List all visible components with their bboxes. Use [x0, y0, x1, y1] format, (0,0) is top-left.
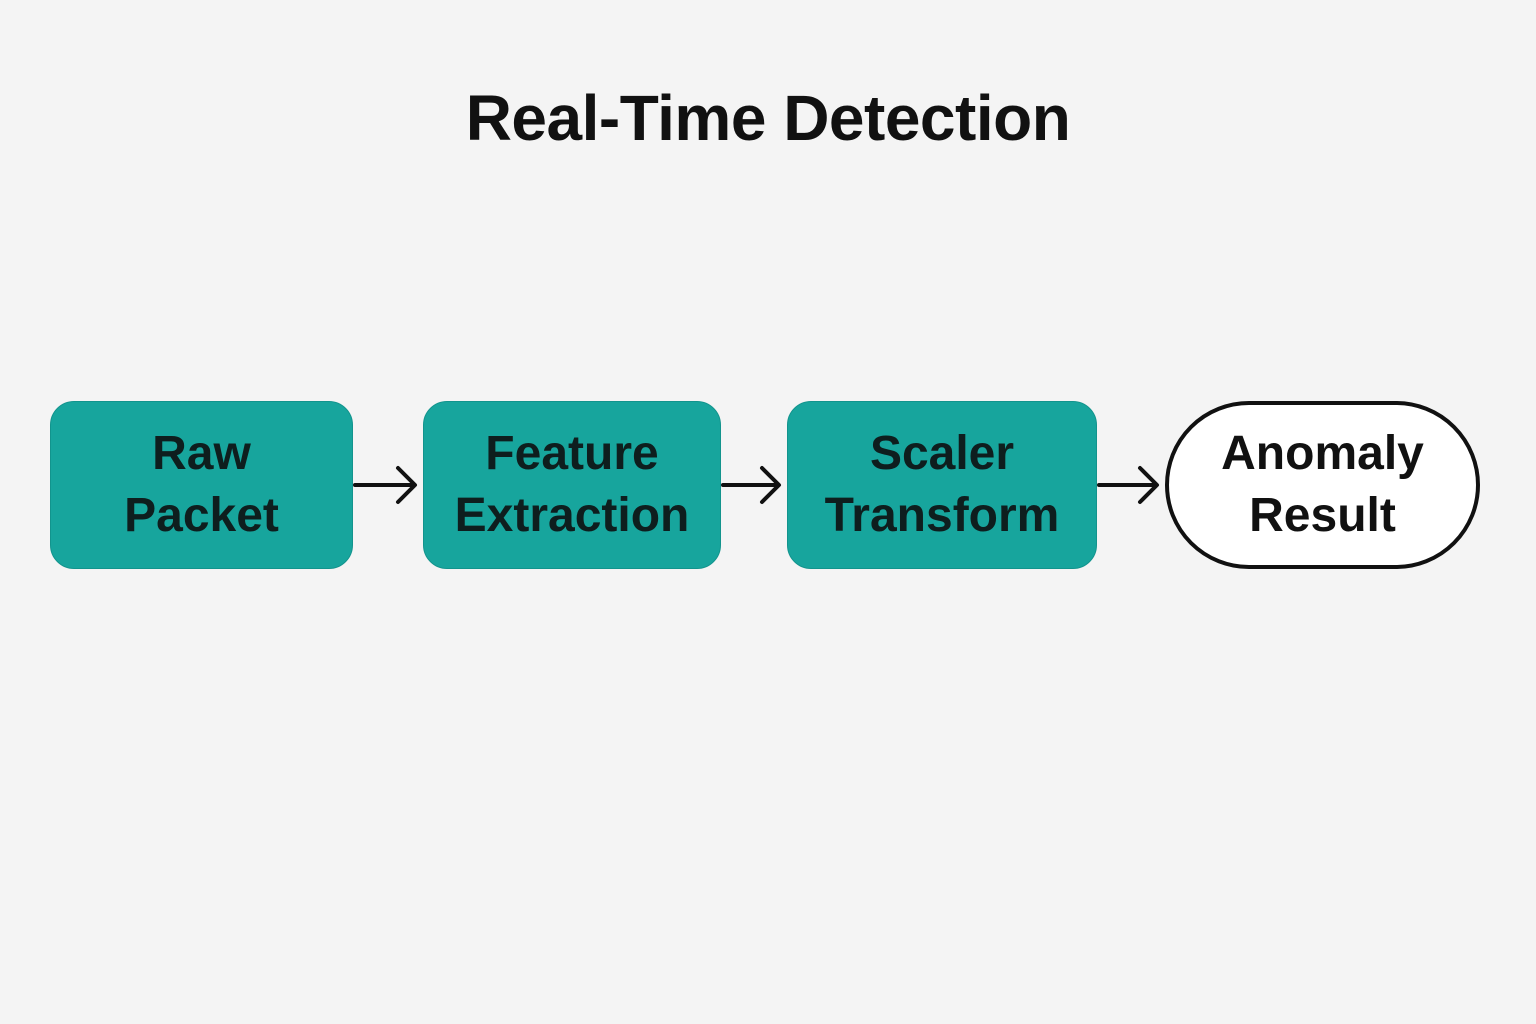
- scaler-transform-label-line-2: Transform: [824, 489, 1060, 542]
- scaler-transform-node: Scaler Transform: [787, 401, 1097, 569]
- anomaly-result-node: Anomaly Result: [1165, 401, 1480, 569]
- feature-extraction-node: Feature Extraction: [423, 401, 721, 569]
- diagram-title: Real-Time Detection: [465, 82, 1071, 154]
- raw-packet-node: Raw Packet: [50, 401, 353, 569]
- arrow-right-icon: [1097, 466, 1159, 504]
- feature-extraction-label-line-2: Extraction: [454, 489, 690, 542]
- scaler-transform-label-line-1: Scaler: [869, 427, 1015, 480]
- anomaly-result-label-line-2: Result: [1249, 489, 1396, 542]
- raw-packet-label-line-2: Packet: [124, 489, 279, 542]
- anomaly-result-label-line-1: Anomaly: [1221, 427, 1424, 480]
- arrow-right-icon: [353, 466, 417, 504]
- feature-extraction-label-line-1: Feature: [485, 427, 659, 480]
- arrow-right-icon: [721, 466, 781, 504]
- raw-packet-label-line-1: Raw: [152, 427, 251, 480]
